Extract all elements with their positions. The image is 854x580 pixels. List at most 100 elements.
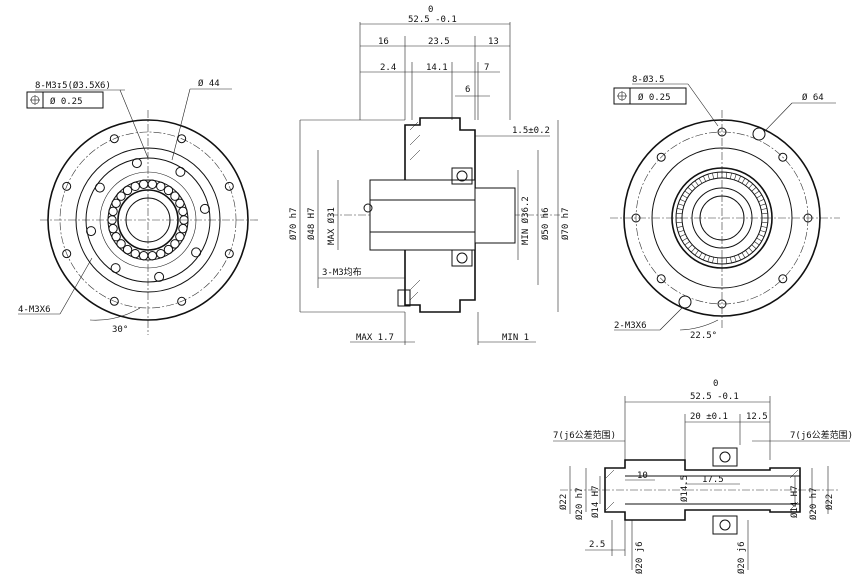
- bearing-hatch: [748, 183, 754, 189]
- bearing-hatch: [730, 172, 732, 179]
- hole: [109, 296, 119, 306]
- section-dia-70-h7-right: Ø70 h7: [560, 207, 571, 240]
- bearing-hatch: [678, 230, 685, 233]
- hole: [778, 274, 788, 284]
- bearing-hatch: [687, 186, 693, 192]
- rear-angle-label: 22.5°: [690, 331, 717, 341]
- bearing-hatch: [679, 233, 686, 237]
- section-dia-48-H7: Ø48 H7: [306, 207, 317, 240]
- roller: [163, 244, 174, 255]
- bearing-hatch: [687, 244, 693, 250]
- bearing-hatch: [684, 190, 690, 195]
- bearing-hatch: [694, 180, 699, 186]
- section-dim-14-1: 14.1: [426, 63, 448, 73]
- bearing-hatch: [734, 255, 737, 262]
- roller: [108, 206, 118, 217]
- roller: [170, 239, 180, 249]
- section-overall-length: 52.5 -0.1: [408, 15, 457, 25]
- mounting-holes: [62, 134, 234, 306]
- hole: [656, 152, 666, 162]
- front-view: Ø 0.25 8-M3↧5(Ø3.5X6) Ø 44 4-M3X6 30°: [18, 78, 260, 335]
- shaft-right-note: 7(j6公差范围): [790, 429, 853, 441]
- bearing-hatch: [703, 254, 707, 261]
- shaft-dim-2-5: 2.5: [589, 540, 605, 550]
- shaft-dim-17-5: 17.5: [702, 475, 724, 485]
- shaft-dia-20-h7-left: Ø20 h7: [574, 487, 585, 520]
- roller: [156, 248, 166, 259]
- shaft-dia-20-j6-right: Ø20 j6: [736, 541, 747, 574]
- rear-diameter-label: Ø 64: [802, 92, 824, 103]
- shaft-dim-20: 20 ±0.1: [690, 412, 728, 422]
- shaft-top-zero: 0: [713, 379, 718, 389]
- roller: [138, 251, 149, 261]
- bearing-hatch: [725, 172, 728, 179]
- shaft-left-note: 7(j6公差范围): [553, 429, 616, 441]
- bearing-hatch: [678, 203, 685, 206]
- section-min-1: MIN 1: [502, 333, 529, 343]
- roller: [138, 179, 149, 189]
- roller: [116, 239, 126, 249]
- shaft-dia-20-j6-left: Ø20 j6: [634, 541, 645, 574]
- roller: [111, 232, 121, 242]
- bearing-hatch: [737, 175, 741, 182]
- bearing-hatch: [716, 172, 719, 179]
- section-thread-3-M3: 3-M3均布: [322, 266, 362, 278]
- roller: [108, 223, 118, 234]
- front-diameter-label: Ø 44: [198, 78, 220, 89]
- section-dim-7: 7: [484, 63, 489, 73]
- bearing-hatch: [761, 226, 768, 228]
- shaft-dim-10: 10: [637, 471, 648, 481]
- bearing-hatch: [712, 257, 714, 264]
- shaft-dim-12-5: 12.5: [746, 412, 768, 422]
- inner-hole: [175, 166, 186, 177]
- inner-hole: [86, 226, 97, 237]
- roller: [156, 181, 166, 192]
- rear-bolt-label: 8-Ø3.5: [632, 74, 665, 85]
- bearing-hatch: [676, 221, 683, 224]
- shaft-dia-14-h7-right: Ø14 H7: [789, 485, 800, 518]
- roller: [130, 248, 140, 259]
- roller: [170, 191, 180, 201]
- bearing-hatch: [682, 237, 688, 242]
- section-dim-2-4: 2.4: [380, 63, 396, 73]
- bearing-hatch: [698, 178, 703, 184]
- bearing-hatch: [712, 172, 714, 179]
- bearing-hatch: [730, 257, 732, 264]
- bearing-hatch: [761, 212, 768, 215]
- bearing-hatch: [690, 183, 696, 189]
- bearing-hatch: [754, 241, 760, 246]
- roller: [116, 191, 126, 201]
- bearing-hatch: [758, 199, 765, 203]
- bearing-hatch: [694, 250, 699, 256]
- roller: [175, 198, 185, 208]
- bearing-rollers: [107, 179, 189, 261]
- bearing-hatch: [748, 247, 754, 253]
- section-dia-36-2-min: MIN Ø36.2: [520, 196, 531, 245]
- shaft-dia-20-h7-right: Ø20 h7: [808, 487, 819, 520]
- shaft-view: 0 52.5 -0.1 20 ±0.1 12.5 7(j6公差范围) 7(j6公…: [553, 379, 853, 574]
- bearing-hatch: [679, 199, 686, 203]
- shaft-overall-length: 52.5 -0.1: [690, 392, 739, 402]
- front-tolerance-label: Ø 0.25: [50, 96, 83, 107]
- hole: [803, 213, 813, 223]
- roller: [111, 198, 121, 208]
- bearing-hatch: [684, 241, 690, 246]
- section-dia-50-h6: Ø50 h6: [540, 207, 551, 240]
- hole: [778, 152, 788, 162]
- hole: [109, 134, 119, 144]
- roller: [147, 251, 158, 261]
- section-dim-1-5: 1.5±0.2: [512, 126, 550, 136]
- bearing-hatch: [737, 254, 741, 261]
- section-dim-23-5: 23.5: [428, 37, 450, 47]
- section-dim-16: 16: [378, 37, 389, 47]
- shaft-dia-22-left: Ø22: [558, 494, 569, 510]
- bearing-hatch: [734, 174, 737, 181]
- inner-hole: [110, 263, 121, 274]
- shaft-dia-22-right: Ø22: [824, 494, 835, 510]
- bearing-hatch: [761, 221, 768, 224]
- bearing-hatch: [741, 178, 746, 184]
- hole: [717, 299, 727, 309]
- hole: [717, 127, 727, 137]
- hole: [224, 181, 234, 191]
